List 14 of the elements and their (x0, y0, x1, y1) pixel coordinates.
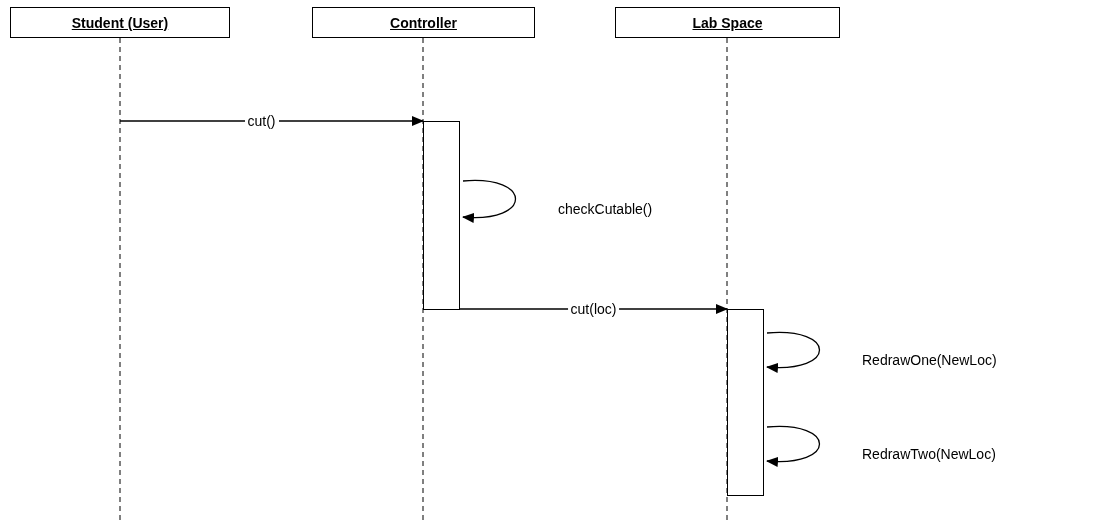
message-label: cut() (244, 113, 279, 129)
self-message-arrow (766, 425, 821, 467)
activation-bar (423, 121, 460, 310)
lifeline-header: Controller (312, 7, 535, 38)
activation-bar (727, 309, 764, 496)
message-label: RedrawTwo(NewLoc) (862, 446, 996, 462)
message-arrow (119, 116, 424, 126)
message-label: cut(loc) (567, 301, 620, 317)
message-label: checkCutable() (558, 201, 653, 217)
lifeline-header: Lab Space (615, 7, 840, 38)
self-message-arrow (462, 179, 517, 223)
message-label: RedrawOne(NewLoc) (862, 352, 997, 368)
lifeline-header: Student (User) (10, 7, 230, 38)
self-message-arrow (766, 331, 821, 373)
